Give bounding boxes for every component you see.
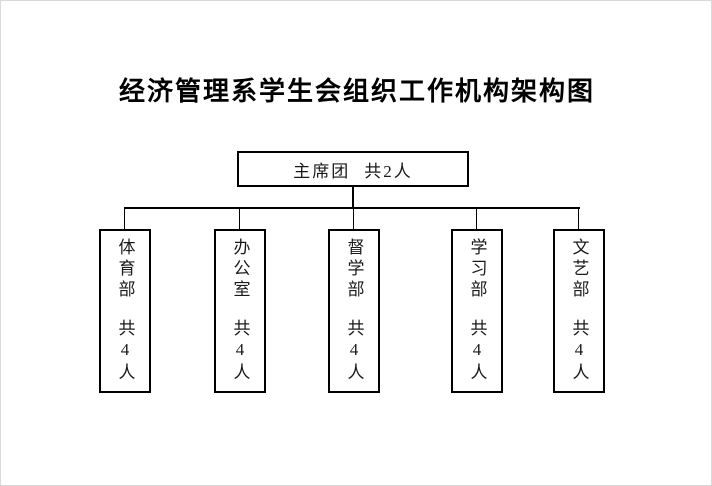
dept-headcount: 共4人: [344, 319, 364, 384]
page-title: 经济管理系学生会组织工作机构架构图: [118, 77, 595, 107]
dept-headcount: 共4人: [467, 319, 487, 384]
dept-name: 督学部: [344, 238, 364, 301]
connector-drop-4: [476, 209, 477, 229]
connector-drop-2: [239, 209, 240, 229]
dept-box-supervision: 督学部 共4人: [328, 229, 380, 393]
dept-box-office: 办公室 共4人: [214, 229, 266, 393]
dept-name: 办公室: [230, 238, 250, 301]
dept-name: 学习部: [467, 238, 487, 301]
root-headcount: 共2人: [364, 161, 413, 181]
dept-name: 体育部: [115, 238, 135, 301]
connector-drop-3: [353, 209, 354, 229]
connector-drop-5: [578, 209, 579, 229]
root-box-presidium: 主席团 共2人: [237, 151, 469, 187]
dept-box-study: 学习部 共4人: [451, 229, 503, 393]
dept-headcount: 共4人: [115, 319, 135, 384]
connector-stem: [352, 187, 354, 208]
dept-headcount: 共4人: [230, 319, 250, 384]
dept-name: 文艺部: [569, 238, 589, 301]
dept-headcount: 共4人: [569, 319, 589, 384]
root-name: 主席团: [293, 161, 351, 181]
connector-horizontal: [124, 207, 580, 209]
dept-box-arts: 文艺部 共4人: [553, 229, 605, 393]
connector-drop-1: [124, 209, 125, 229]
dept-box-sports: 体育部 共4人: [99, 229, 151, 393]
